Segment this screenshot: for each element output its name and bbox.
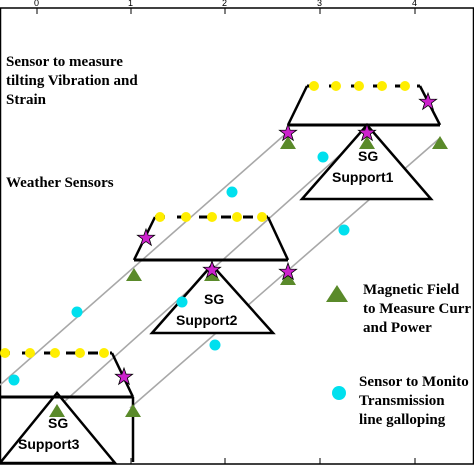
legend-weather-sensors: Weather Sensors — [6, 175, 114, 191]
tower-support2: SG Support2 — [132, 215, 290, 335]
legend-text-line: tilting Vibration and — [6, 73, 138, 89]
weather-sensor-dot — [181, 212, 191, 222]
strain-sensor-star — [357, 122, 377, 142]
strain-sensor-star — [136, 227, 156, 247]
weather-sensor-dot — [309, 81, 319, 91]
strain-sensor-star — [278, 122, 298, 142]
tower-triangle — [0, 391, 118, 465]
transmission-line — [0, 129, 291, 386]
tower-label: SG — [204, 291, 224, 307]
magnetic-sensor-triangle — [49, 404, 65, 417]
crossarm-side — [286, 85, 309, 126]
galloping-sensor-dot — [8, 374, 20, 386]
legend-magnetic-field: Magnetic Field to Measure Curr and Power — [326, 282, 471, 336]
tower-support3: SG Support3 — [0, 351, 135, 465]
tower-label: Support2 — [176, 312, 238, 328]
magnetic-sensor-triangle — [204, 268, 220, 281]
legend-text-line: Magnetic Field — [363, 282, 460, 298]
weather-sensors — [0, 81, 410, 358]
galloping-sensor-dot — [338, 224, 350, 236]
tower-label: SG — [358, 148, 378, 164]
galloping-sensor-dot — [71, 306, 83, 318]
tick-label: 1 — [128, 0, 133, 8]
galloping-sensor-dot — [317, 151, 329, 163]
tower-triangle — [299, 123, 434, 201]
legend-text-line: Sensor to measure — [6, 54, 123, 70]
legend-text-line: Transmission — [359, 393, 445, 409]
magnetic-sensor-triangle — [280, 136, 296, 149]
strain-sensors — [114, 91, 438, 386]
legend-circle-icon — [332, 386, 346, 400]
weather-sensor-dot — [75, 348, 85, 358]
galloping-sensor-dot — [209, 339, 221, 351]
legend-text-line: line galloping — [359, 412, 446, 428]
tower-label: Support1 — [332, 169, 394, 185]
tick-label: 2 — [222, 0, 227, 8]
weather-sensor-dot — [400, 81, 410, 91]
weather-sensor-dot — [257, 212, 267, 222]
weather-sensor-dot — [99, 348, 109, 358]
legend-triangle-icon — [326, 285, 348, 302]
legend-text-line: Sensor to Monito — [359, 374, 469, 390]
strain-sensor-star — [114, 366, 134, 386]
strain-sensor-star — [202, 259, 222, 279]
weather-sensor-dot — [331, 81, 341, 91]
weather-sensor-dot — [377, 81, 387, 91]
tower-label: SG — [48, 415, 68, 431]
magnetic-sensor-triangle — [125, 404, 141, 417]
legend-text-line: and Power — [363, 320, 432, 336]
weather-sensor-dot — [25, 348, 35, 358]
galloping-sensors — [8, 151, 350, 386]
magnetic-sensor-triangle — [126, 268, 142, 281]
legend-text-line: Weather Sensors — [6, 175, 114, 191]
weather-sensor-dot — [354, 81, 364, 91]
galloping-sensor-dot — [176, 296, 188, 308]
legend-text-line: to Measure Curr — [363, 301, 471, 317]
tick-label: 0 — [34, 0, 39, 8]
tower-label: Support3 — [18, 436, 80, 452]
weather-sensor-dot — [50, 348, 60, 358]
galloping-sensor-dot — [226, 186, 238, 198]
legend-text-line: Strain — [6, 92, 47, 108]
legend-galloping-sensor: Sensor to Monito Transmission line gallo… — [332, 374, 469, 428]
tick-label: 3 — [317, 0, 322, 8]
crossarm-side — [266, 216, 290, 261]
magnetic-sensor-triangle — [280, 272, 296, 285]
weather-sensor-dot — [232, 212, 242, 222]
legend-strain-sensor: Sensor to measure tilting Vibration and … — [6, 54, 138, 108]
weather-sensor-dot — [155, 212, 165, 222]
strain-sensor-star — [278, 261, 298, 281]
weather-sensor-dot — [0, 348, 10, 358]
tick-label: 4 — [412, 0, 417, 8]
strain-sensor-star — [418, 91, 438, 111]
magnetic-sensor-triangle — [359, 136, 375, 149]
top-axis: 0 1 2 3 4 — [34, 0, 417, 464]
weather-sensor-dot — [207, 212, 217, 222]
magnetic-sensor-triangle — [432, 136, 448, 149]
magnetic-sensors — [49, 136, 448, 417]
